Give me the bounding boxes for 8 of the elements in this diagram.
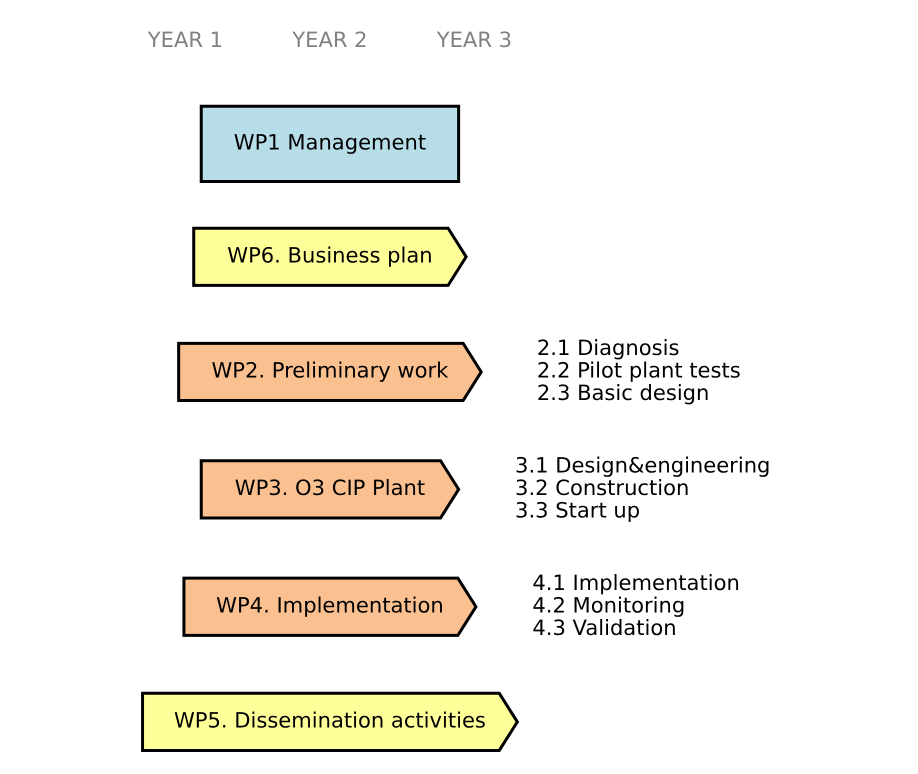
node-label: 3.3 Start up bbox=[515, 497, 640, 522]
node-label: 3.1 Design&engineering bbox=[515, 452, 770, 478]
label: YEAR 2 bbox=[292, 27, 368, 52]
label: YEAR 3 bbox=[436, 27, 512, 52]
node-box: WP1 Management bbox=[200, 104, 460, 184]
node-label: 2.1 Diagnosis bbox=[536, 334, 680, 360]
node-label: 4.1 Implementation bbox=[532, 570, 740, 595]
label: YEAR 1 bbox=[148, 27, 224, 52]
